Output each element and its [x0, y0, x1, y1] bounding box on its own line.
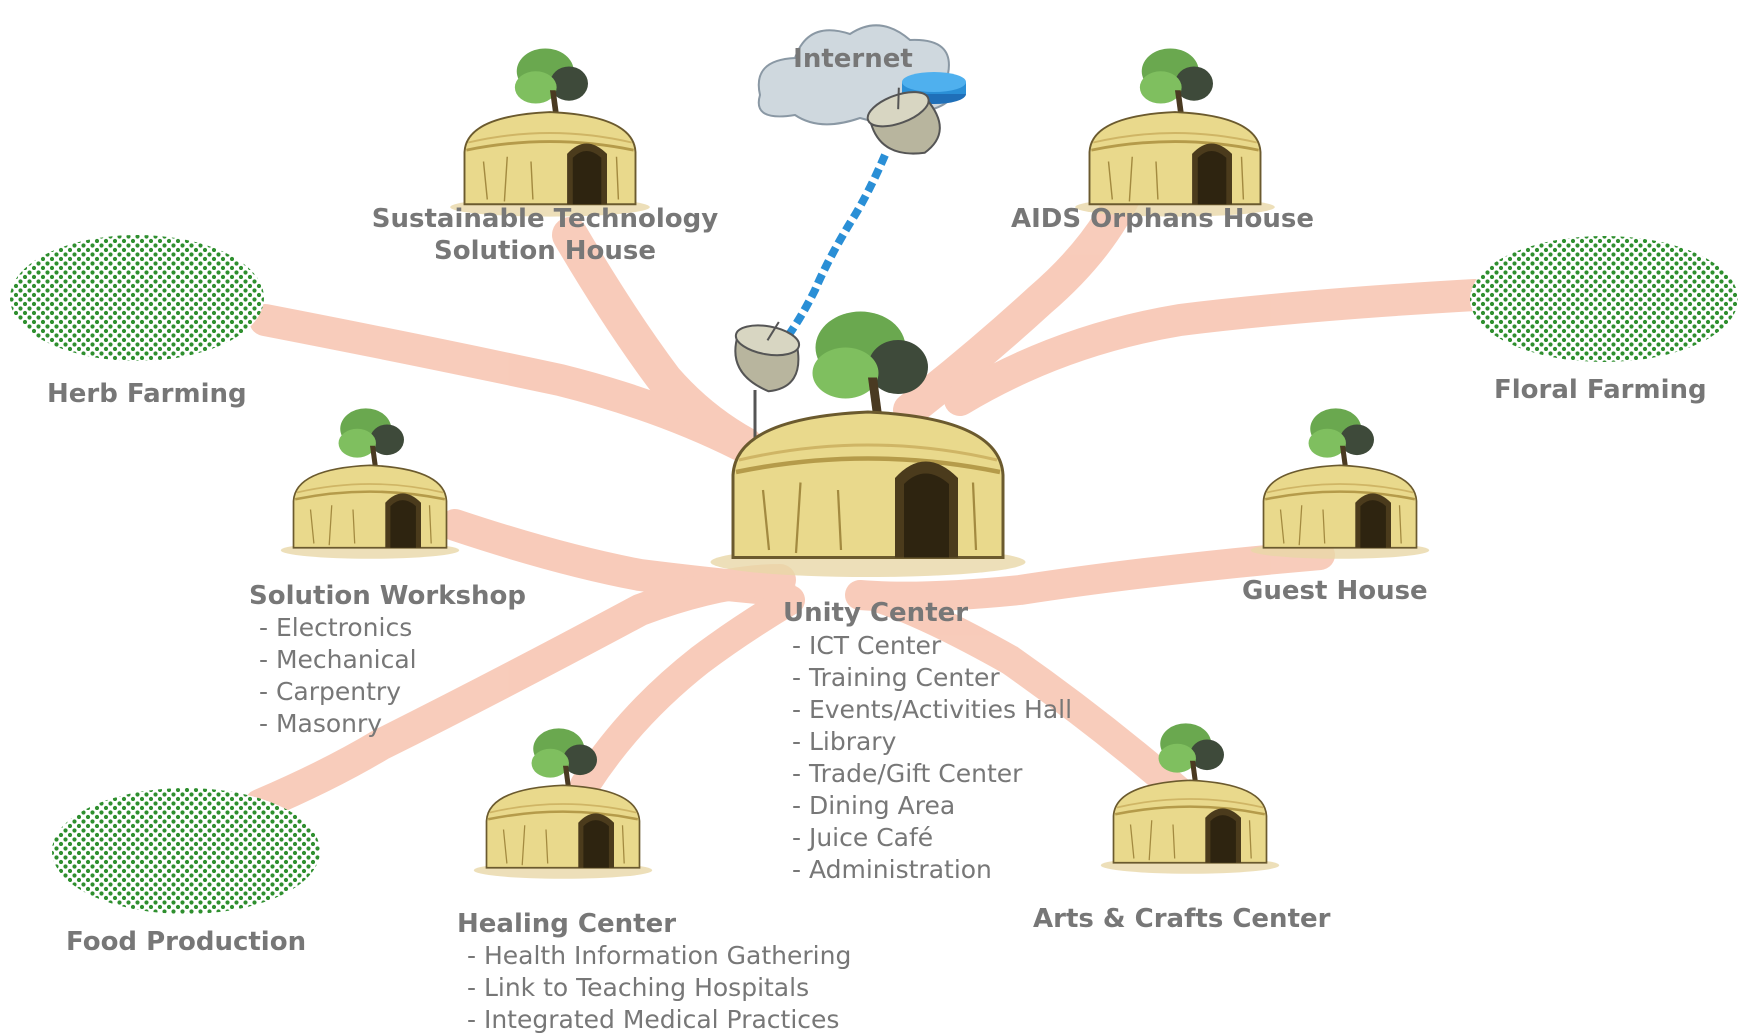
list-item: - Administration [792, 855, 992, 884]
path-sustainable [552, 217, 763, 463]
unity-center-list: - ICT Center - Training Center - Events/… [792, 630, 1072, 886]
workshop-label: Solution Workshop [249, 581, 526, 611]
aids-hut-icon [1073, 47, 1277, 219]
list-item: - Link to Teaching Hospitals [467, 973, 810, 1002]
list-item: - Events/Activities Hall [792, 695, 1073, 724]
path-arts [865, 583, 1215, 825]
food-production-label: Food Production [66, 927, 307, 957]
guest-house-label: Guest House [1242, 576, 1428, 606]
list-item: - Integrated Medical Practices [467, 1005, 840, 1034]
sustainable-hut-icon [448, 47, 652, 219]
list-item: - Library [792, 727, 897, 756]
list-item: - Trade/Gift Center [792, 759, 1023, 788]
sustainable-house-label: Sustainable Technology Solution House [340, 203, 750, 267]
list-item: - Carpentry [259, 677, 401, 706]
path-healing [570, 585, 805, 800]
path-food [244, 564, 796, 821]
healing-center-label: Healing Center [457, 909, 677, 939]
list-item: - Mechanical [259, 645, 417, 674]
guest-hut-icon [1249, 407, 1431, 561]
workshop-hut-icon [279, 407, 461, 561]
healing-center-list: - Health Information Gathering - Link to… [467, 940, 851, 1036]
list-item: - Electronics [259, 613, 413, 642]
list-item: - Health Information Gathering [467, 941, 852, 970]
sustainable-line-2: Solution House [433, 236, 656, 266]
unity-center-label: Unity Center [783, 598, 969, 628]
aids-house-label: AIDS Orphans House [1011, 204, 1315, 234]
workshop-list: - Electronics - Mechanical - Carpentry -… [259, 612, 417, 740]
arts-crafts-label: Arts & Crafts Center [1033, 904, 1331, 934]
list-item: - ICT Center [792, 631, 942, 660]
path-floral [944, 279, 1491, 416]
list-item: - Masonry [259, 709, 383, 738]
list-item: - Juice Café [792, 823, 934, 852]
list-item: - Training Center [792, 663, 1000, 692]
list-item: - Dining Area [792, 791, 956, 820]
herb-field [10, 235, 264, 361]
satellite-link-cable [781, 153, 889, 343]
floral-field [1470, 236, 1738, 362]
internet-label: Internet [793, 44, 913, 74]
sustainable-line-1: Sustainable Technology [371, 204, 719, 234]
herb-farming-label: Herb Farming [47, 379, 247, 409]
floral-farming-label: Floral Farming [1494, 375, 1707, 405]
food-field [52, 788, 320, 914]
